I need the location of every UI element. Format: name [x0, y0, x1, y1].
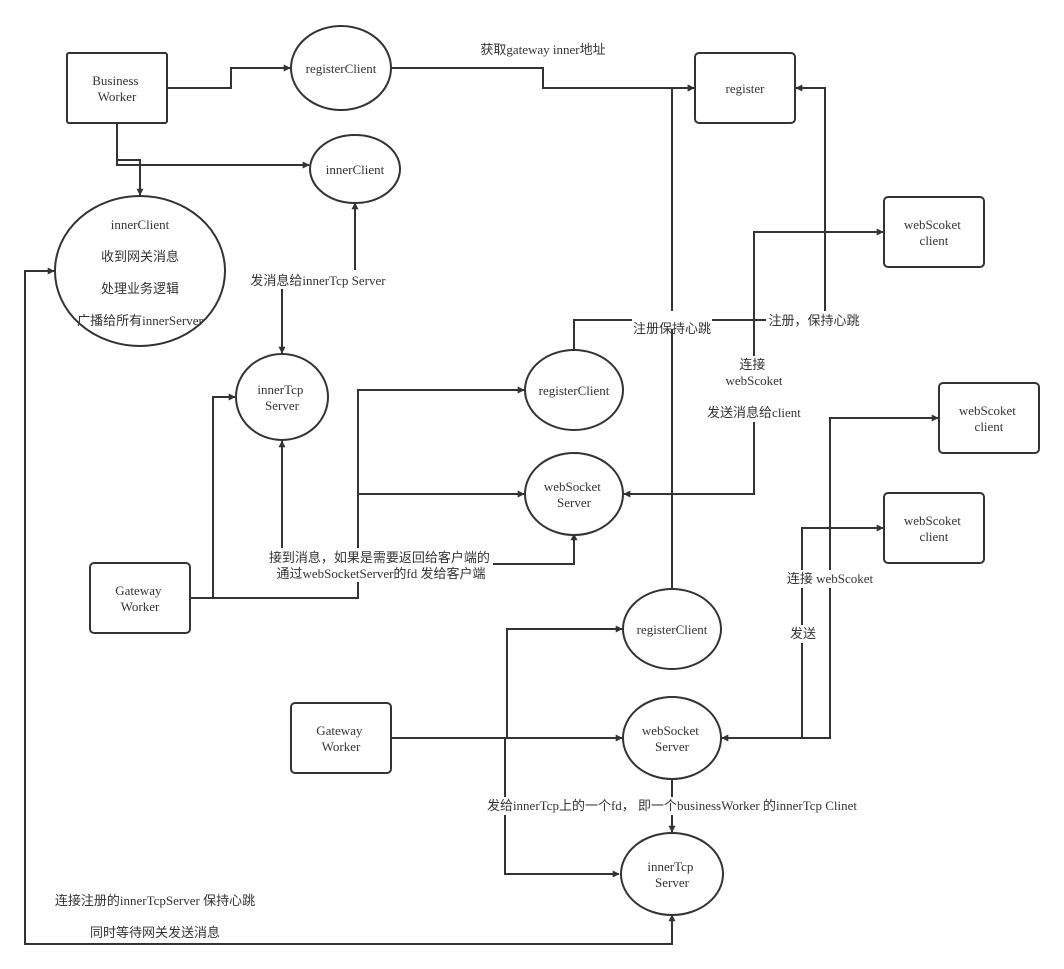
node-label: innerTcp Server: [647, 859, 696, 890]
node-label: Gateway Worker: [316, 723, 365, 754]
label-send: 发送: [787, 625, 819, 643]
node-label: 处理业务逻辑: [101, 281, 179, 296]
websocket-client-1-node: webScoket client: [883, 196, 985, 268]
node-label: webScoket client: [959, 403, 1019, 434]
edge-gateway-worker-fd-to-websocket-server: [490, 533, 578, 565]
node-label: registerClient: [306, 61, 377, 76]
label-connect-websocket-2: 连接 webScoket: [784, 570, 876, 588]
svg-text:连接注册的innerTcpServer 保持心跳: 连接注册的innerTcpServer 保持心跳: [55, 893, 255, 908]
label-receive-msg: 接到消息，如果是需要返回给客户端的 通过webSocketServer的fd 发…: [268, 548, 493, 582]
node-label: register: [726, 81, 766, 96]
node-label: innerTcp Server: [257, 382, 306, 413]
node-label: Gateway Worker: [115, 583, 164, 614]
label-send-to-inner-tcp: 发消息给innerTcp Server: [250, 271, 386, 289]
edge-business-worker-to-register-client: [168, 64, 291, 89]
svg-text:连接 webScoket: 连接 webScoket: [787, 571, 874, 586]
label-send-msg-to-client: 发送消息给client: [704, 404, 804, 422]
nodes: Business Worker registerClient register …: [54, 25, 1040, 916]
node-label: webSocket Server: [544, 479, 604, 510]
svg-text:获取gateway inner地址: 获取gateway inner地址: [480, 42, 605, 57]
svg-text:发送消息给client: 发送消息给client: [707, 405, 801, 420]
node-label: registerClient: [637, 622, 708, 637]
inner-client-node: innerClient: [309, 134, 401, 204]
register-client-low-node: registerClient: [622, 588, 722, 670]
node-label: innerClient: [111, 217, 170, 232]
svg-text:注册，保持心跳: 注册，保持心跳: [768, 313, 859, 328]
svg-text:发消息给innerTcp Server: 发消息给innerTcp Server: [250, 273, 386, 288]
register-node: register: [694, 52, 796, 124]
svg-text:同时等待网关发送消息: 同时等待网关发送消息: [90, 925, 220, 940]
svg-text:接到消息，如果是需要返回给客户端的 通过we: 接到消息，如果是需要返回给客户端的 通过webSocketServer的fd 发…: [269, 550, 493, 581]
edge-labels: 获取gateway inner地址 发消息给innerTcp Server 注册…: [55, 40, 876, 940]
inner-tcp-server-2-node: innerTcp Server: [620, 832, 724, 916]
edge-websocket-server-2-to-client-3: [801, 524, 884, 738]
svg-text:发给innerTcp上的一个fd， 即一个business: 发给innerTcp上的一个fd， 即一个businessWorker 的inn…: [487, 798, 857, 813]
node-label: webSocket Server: [642, 723, 702, 754]
node-label: 广播给所有innerServer: [77, 313, 203, 328]
label-send-to-fd: 发给innerTcp上的一个fd， 即一个businessWorker 的inn…: [484, 797, 860, 815]
edge-gateway-worker-2-to-register-client: [391, 625, 623, 739]
websocket-server-2-node: webSocket Server: [622, 696, 722, 780]
node-label: 收到网关消息: [101, 249, 179, 264]
edge-register-client-to-register: [392, 67, 695, 92]
websocket-server-1-node: webSocket Server: [524, 452, 624, 536]
node-label: webScoket client: [904, 217, 964, 248]
label-register-heartbeat-2: 注册，保持心跳: [766, 311, 862, 329]
gateway-worker-1-node: Gateway Worker: [89, 562, 191, 634]
edge-business-worker-to-inner-client: [116, 124, 310, 169]
inner-tcp-server-1-node: innerTcp Server: [235, 353, 329, 441]
node-label: registerClient: [539, 383, 610, 398]
websocket-client-3-node: webScoket client: [883, 492, 985, 564]
gateway-worker-2-node: Gateway Worker: [290, 702, 392, 774]
label-connect-register: 连接注册的innerTcpServer 保持心跳: [55, 893, 255, 908]
inner-client-detail-node: innerClient 收到网关消息 处理业务逻辑 广播给所有innerServ…: [54, 195, 226, 347]
edge-register-client-low-to-register: [671, 84, 695, 589]
edge-gateway-worker-to-inner-tcp: [190, 393, 236, 599]
node-label: innerClient: [326, 162, 385, 177]
edge-send-msg-to-websocket-server: [623, 420, 755, 498]
label-connect-websocket-1: 连接 webScoket: [722, 356, 786, 390]
svg-text:发送: 发送: [790, 626, 816, 641]
edge-inner-client-to-inner-tcp-2: [24, 267, 676, 945]
node-label: webScoket client: [904, 513, 964, 544]
edge-websocket-client-connect: [753, 228, 884, 356]
label-register-heartbeat-1: 注册保持心跳: [632, 311, 712, 336]
websocket-client-2-node: webScoket client: [938, 382, 1040, 454]
label-get-gateway-inner: 获取gateway inner地址: [478, 40, 608, 58]
node-label: Business Worker: [92, 73, 141, 104]
register-client-top-node: registerClient: [290, 25, 392, 111]
svg-text:注册保持心跳: 注册保持心跳: [633, 321, 711, 336]
edge-business-worker-to-inner-client-detail: [116, 124, 144, 196]
label-wait-gateway: 同时等待网关发送消息: [90, 925, 220, 940]
business-worker-node: Business Worker: [66, 52, 168, 124]
svg-text:连接 webScoket: 连接 webScoket: [725, 357, 782, 388]
register-client-mid-node: registerClient: [524, 349, 624, 431]
